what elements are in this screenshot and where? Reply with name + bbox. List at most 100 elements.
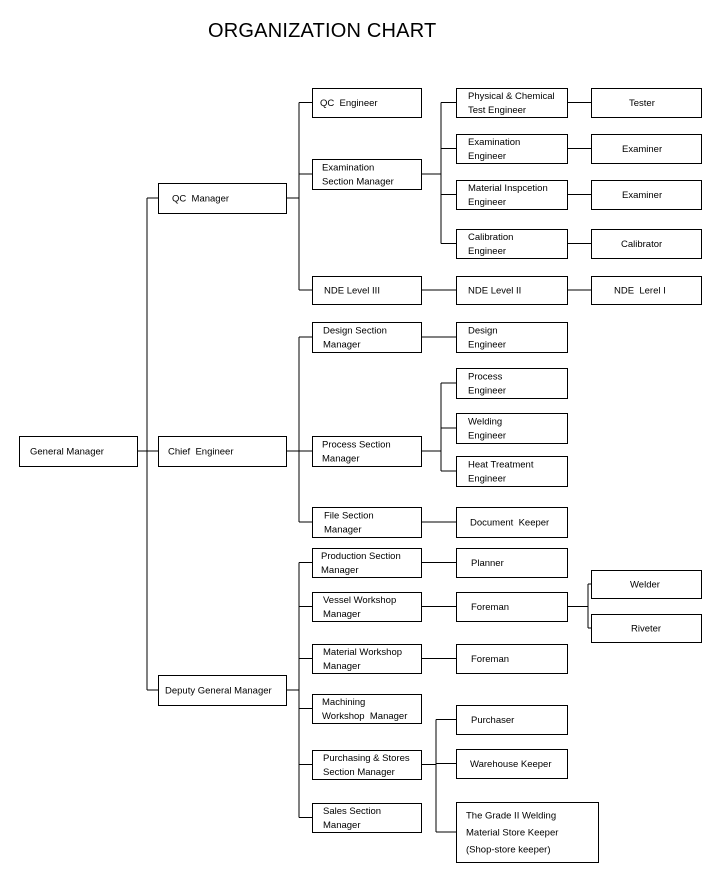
org-node-foreman1: Foreman [456,592,568,622]
chart-title: ORGANIZATION CHART [208,20,437,42]
org-node-welder: Welder [591,570,702,599]
org-node-label: General Manager [30,447,104,458]
org-node-nde1: NDE Lerel I [591,276,702,305]
org-node-nde2: NDE Level II [456,276,568,305]
org-node-label: NDE Level II [468,286,521,297]
org-node-label: Sales Section [323,806,381,817]
org-node-label: Physical & Chemical [468,91,555,102]
org-node-box [591,614,702,643]
org-node-label: Design Section [323,326,387,337]
org-node-label: Engineer [468,386,506,397]
org-node-box [158,675,287,706]
org-node-label: Examination [468,137,520,148]
org-node-box [312,803,422,833]
org-node-label: NDE Lerel I [614,286,666,297]
org-node-label: Process Section [322,440,391,451]
org-node-label: Vessel Workshop [323,595,396,606]
org-node-box [312,644,422,674]
org-node-examiner1: Examiner [591,134,702,164]
org-node-label: Manager [322,454,360,465]
org-node-box [456,548,568,578]
org-node-label: Material Inspcetion [468,183,548,194]
org-node-box [591,134,702,164]
org-node-label: Tester [629,98,655,109]
org-node-label: Material Workshop [323,647,402,658]
org-node-box [456,749,568,779]
org-node-label: Engineer [468,474,506,485]
org-node-box [591,570,702,599]
org-node-label: Engineer [468,340,506,351]
org-node-label: Foreman [471,602,509,613]
org-node-qcm: QC Manager [158,183,287,214]
org-node-qce: QC Engineer [312,88,422,118]
org-node-box [158,436,287,467]
org-node-label: Manager [323,820,361,831]
org-node-planner: Planner [456,548,568,578]
org-node-label: Purchaser [471,715,514,726]
org-node-label: QC Engineer [320,98,378,109]
org-node-box [456,802,599,863]
org-node-box [456,705,568,735]
org-node-label: Manager [324,525,362,536]
org-node-label: Manager [323,340,361,351]
org-node-ce: Chief Engineer [158,436,287,467]
org-node-label: Examiner [622,144,662,155]
org-node-label: Foreman [471,654,509,665]
org-node-label: Engineer [468,197,506,208]
org-node-box [456,180,568,210]
org-node-label: Engineer [468,151,506,162]
org-node-tester: Tester [591,88,702,118]
org-node-gm: General Manager [19,436,138,467]
org-node-whk: Warehouse Keeper [456,749,568,779]
org-node-box [312,592,422,622]
org-node-calibrator: Calibrator [591,229,702,259]
org-node-label: Section Manager [323,767,395,778]
org-node-label: Purchasing & Stores [323,753,410,764]
org-node-box [591,88,702,118]
org-node-box [456,368,568,399]
org-node-box [456,456,568,487]
org-node-dk: Document Keeper [456,507,568,538]
org-node-label: NDE Level III [324,286,380,297]
org-node-examiner2: Examiner [591,180,702,210]
org-node-label: Manager [323,661,361,672]
org-node-box [591,180,702,210]
org-node-box [312,750,422,780]
org-node-label: Manager [323,609,361,620]
org-node-label: Workshop Manager [322,711,407,722]
org-node-box [456,134,568,164]
org-node-box [456,229,568,259]
org-node-label: Planner [471,558,504,569]
org-node-label: The Grade II Welding [466,811,556,822]
org-node-box [312,88,422,118]
org-node-label: Examination [322,163,374,174]
org-node-label: Section Manager [322,177,394,188]
org-node-box [312,694,422,724]
org-node-label: Examiner [622,190,662,201]
org-node-box [312,548,422,578]
org-node-box [456,592,568,622]
org-node-box [591,276,702,305]
org-node-box [456,88,568,118]
org-node-label: Chief Engineer [168,447,233,458]
org-node-box [456,644,568,674]
org-node-box [158,183,287,214]
org-node-riveter: Riveter [591,614,702,643]
org-node-label: Calibration [468,232,513,243]
org-node-box [456,276,568,305]
org-node-label: Production Section [321,551,401,562]
org-node-label: Test Engineer [468,105,526,116]
